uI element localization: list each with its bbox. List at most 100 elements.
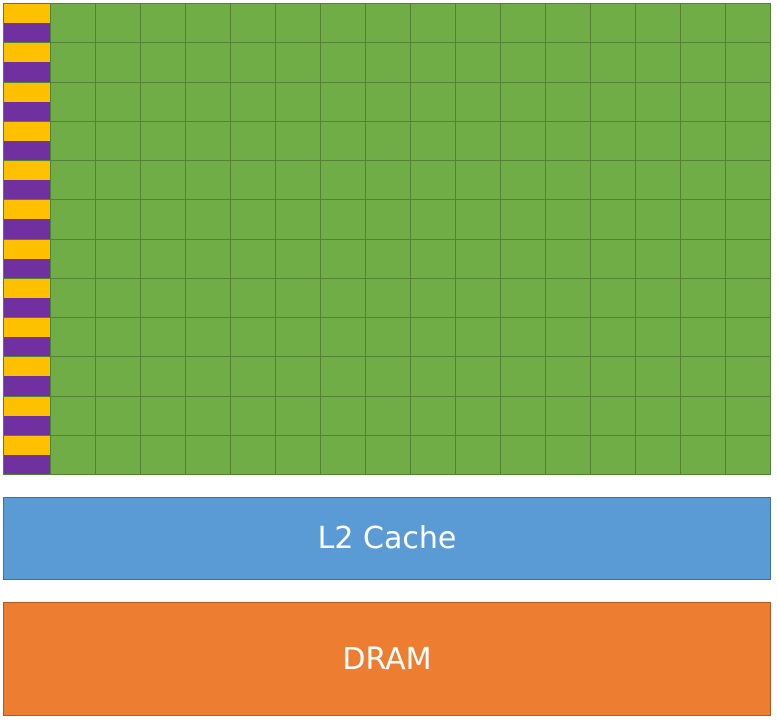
core-cell [96, 161, 140, 200]
core-cell [546, 43, 590, 82]
core-cell [231, 357, 275, 396]
control-unit-top [4, 82, 50, 102]
core-cell [276, 396, 320, 435]
core-cell [51, 200, 95, 239]
core-cell [681, 200, 725, 239]
core-cell [501, 357, 545, 396]
core-cell [231, 396, 275, 435]
core-cell [276, 161, 320, 200]
core-cell [591, 121, 635, 160]
core-cell [51, 278, 95, 317]
control-unit-top [4, 43, 50, 63]
core-cell [681, 82, 725, 121]
control-unit-top [4, 4, 50, 24]
core-cell [321, 239, 365, 278]
streaming-multiprocessor-grid [3, 3, 771, 475]
core-cell [636, 318, 680, 357]
core-cell [321, 82, 365, 121]
core-cell [366, 121, 410, 160]
core-cell [726, 121, 770, 160]
core-cell [636, 161, 680, 200]
core-cell [276, 278, 320, 317]
core-cell [456, 4, 500, 43]
core-cell [636, 357, 680, 396]
core-cell [141, 121, 185, 160]
core-cell [546, 357, 590, 396]
control-unit-top [4, 200, 50, 220]
core-cell [186, 239, 230, 278]
control-unit-top [4, 161, 50, 181]
core-cell [321, 435, 365, 474]
core-cell [96, 435, 140, 474]
core-cell [96, 357, 140, 396]
core-cell [366, 357, 410, 396]
core-cell [141, 318, 185, 357]
core-cell [726, 318, 770, 357]
core-cell [726, 435, 770, 474]
control-unit-bottom [4, 337, 50, 357]
core-cell [96, 278, 140, 317]
dram-block: DRAM [3, 602, 771, 716]
control-unit-bottom [4, 101, 50, 121]
control-unit [4, 43, 50, 82]
core-cell [141, 82, 185, 121]
core-cell [96, 318, 140, 357]
control-unit [4, 318, 50, 357]
core-cell [501, 318, 545, 357]
control-unit [4, 161, 50, 200]
core-cell [636, 82, 680, 121]
core-cell [726, 278, 770, 317]
core-cell [186, 121, 230, 160]
core-cell [96, 43, 140, 82]
core-cell [546, 396, 590, 435]
core-cell [411, 357, 455, 396]
core-cell [231, 161, 275, 200]
core-cell [141, 200, 185, 239]
control-unit [4, 357, 50, 396]
core-cell [141, 4, 185, 43]
dram-label: DRAM [342, 641, 432, 677]
control-unit-top [4, 435, 50, 455]
core-cell [501, 435, 545, 474]
core-cell [636, 4, 680, 43]
core-cell [276, 435, 320, 474]
core-cell [276, 4, 320, 43]
core-cell [591, 43, 635, 82]
core-cell [636, 239, 680, 278]
core-cell [501, 4, 545, 43]
core-cell [456, 82, 500, 121]
core-cell [366, 435, 410, 474]
core-cell [141, 357, 185, 396]
core-cell [321, 43, 365, 82]
core-cell [636, 278, 680, 317]
core-cell [681, 4, 725, 43]
core-cell [231, 43, 275, 82]
control-unit-bottom [4, 140, 50, 160]
control-unit-top [4, 121, 50, 141]
core-cell [366, 200, 410, 239]
core-cell [141, 239, 185, 278]
core-cell [51, 43, 95, 82]
core-cell [51, 396, 95, 435]
core-cell [96, 396, 140, 435]
core-cell [546, 82, 590, 121]
core-cell [366, 239, 410, 278]
control-unit [4, 82, 50, 121]
core-cell [636, 200, 680, 239]
core-cell [591, 161, 635, 200]
core-cell [726, 396, 770, 435]
core-cell [681, 435, 725, 474]
core-cell [231, 121, 275, 160]
core-cell [411, 278, 455, 317]
core-cell [591, 435, 635, 474]
core-cell [681, 278, 725, 317]
core-cell [411, 200, 455, 239]
core-cell [681, 43, 725, 82]
core-cell [726, 200, 770, 239]
core-cell [726, 4, 770, 43]
control-unit-bottom [4, 376, 50, 396]
core-cell [636, 121, 680, 160]
core-cell [591, 318, 635, 357]
control-unit-top [4, 396, 50, 416]
